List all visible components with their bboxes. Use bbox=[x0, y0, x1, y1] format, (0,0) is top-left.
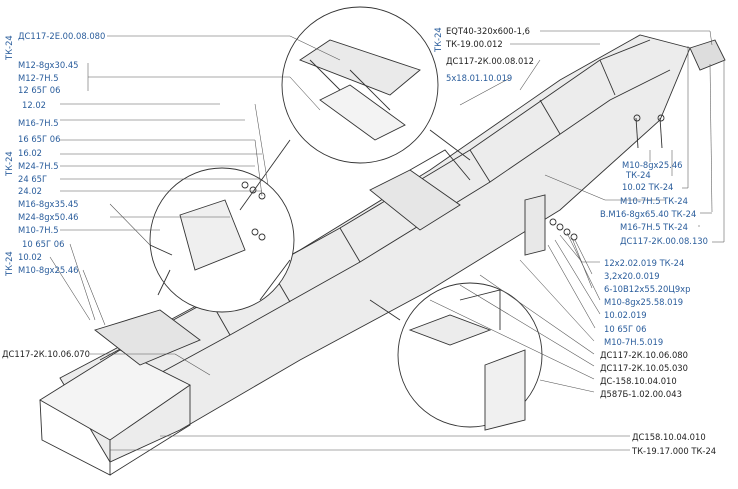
part-label: 3,2х20.0.019 bbox=[604, 271, 660, 281]
part-label: 6-10В12х55.20Ц9хр bbox=[604, 284, 691, 294]
part-label: 10 65Г 06 bbox=[604, 324, 647, 334]
side-tag-tk-mid: ТК-24 bbox=[4, 151, 14, 176]
side-tag-tk-top: ТК-24 bbox=[4, 35, 14, 60]
part-label: М10-7Н.5 ТК-24 bbox=[620, 196, 688, 206]
part-label: 10 65Г 06 bbox=[22, 239, 65, 249]
part-label: ТК-19.00.012 bbox=[446, 39, 503, 49]
part-label: М12-8gх30.45 bbox=[18, 60, 79, 70]
part-label: 24 65Г bbox=[18, 174, 48, 184]
part-label: 16 65Г 06 bbox=[18, 134, 61, 144]
drive-housing bbox=[369, 169, 461, 231]
part-label: М10-7Н.5 bbox=[18, 225, 59, 235]
part-label: М16-7Н.5 bbox=[18, 118, 59, 128]
part-label: ДС117-2К.00.08.130 bbox=[620, 236, 708, 246]
part-label: М16-7Н.5 ТК-24 bbox=[620, 222, 688, 232]
part-label: 12.02 bbox=[22, 100, 46, 110]
part-label: 12х2.02.019 ТК-24 bbox=[604, 258, 685, 268]
part-label: М24-7Н.5 bbox=[18, 161, 59, 171]
part-label: ДС117-2К.10.06.080 bbox=[600, 350, 688, 360]
part-label: М10-8gх25.46 bbox=[18, 265, 79, 275]
part-label: 24.02 bbox=[18, 186, 42, 196]
part-label: 10.02.019 bbox=[604, 310, 647, 320]
part-label: ТК-19.17.000 ТК-24 bbox=[632, 446, 717, 456]
conveyor-belt-body bbox=[59, 34, 691, 463]
part-label: М24-8gх50.46 bbox=[18, 212, 79, 222]
part-label: М10-8gх25.58.019 bbox=[604, 297, 684, 307]
part-label: 5х18.01.10.019 bbox=[446, 73, 513, 83]
detail-circle-roller bbox=[281, 6, 439, 164]
part-label: ДС158.10.04.010 bbox=[632, 432, 706, 442]
part-label: Д587Б-1.02.00.043 bbox=[600, 389, 682, 399]
part-label: ДС117-2К.10.05.030 bbox=[600, 363, 688, 373]
part-label: ДС117-2К.00.08.012 bbox=[446, 56, 534, 66]
part-label: 10.02 bbox=[18, 252, 42, 262]
head-bracket bbox=[689, 39, 726, 71]
part-label: В.М16-8gх65.40 ТК-24 bbox=[600, 209, 697, 219]
part-label: ДС117-2К.10.06.070 bbox=[2, 349, 90, 359]
bolt-set-lower-right bbox=[549, 218, 578, 241]
part-label: 12 65Г 06 bbox=[18, 85, 61, 95]
part-label: 16.02 bbox=[18, 148, 42, 158]
part-label: М16-8gх35.45 bbox=[18, 199, 79, 209]
side-tag-tk-low: ТК-24 bbox=[4, 251, 14, 276]
bolt-set-right bbox=[633, 114, 665, 149]
part-label: ДС117-2Е.00.08.080 bbox=[18, 31, 106, 41]
part-label: 10.02 ТК-24 bbox=[622, 182, 674, 192]
part-label: М10-7Н.5.019 bbox=[604, 337, 664, 347]
part-label: М12-7Н.5 bbox=[18, 73, 59, 83]
part-label: ТК-24 bbox=[626, 170, 651, 180]
side-tag-tk-top-right: ТК-24 bbox=[433, 27, 443, 52]
part-label: ДС-158.10.04.010 bbox=[600, 376, 677, 386]
part-label: М10-8gх25.46 bbox=[622, 160, 683, 170]
part-label: EQT40-320х600-1,6 bbox=[446, 26, 530, 36]
